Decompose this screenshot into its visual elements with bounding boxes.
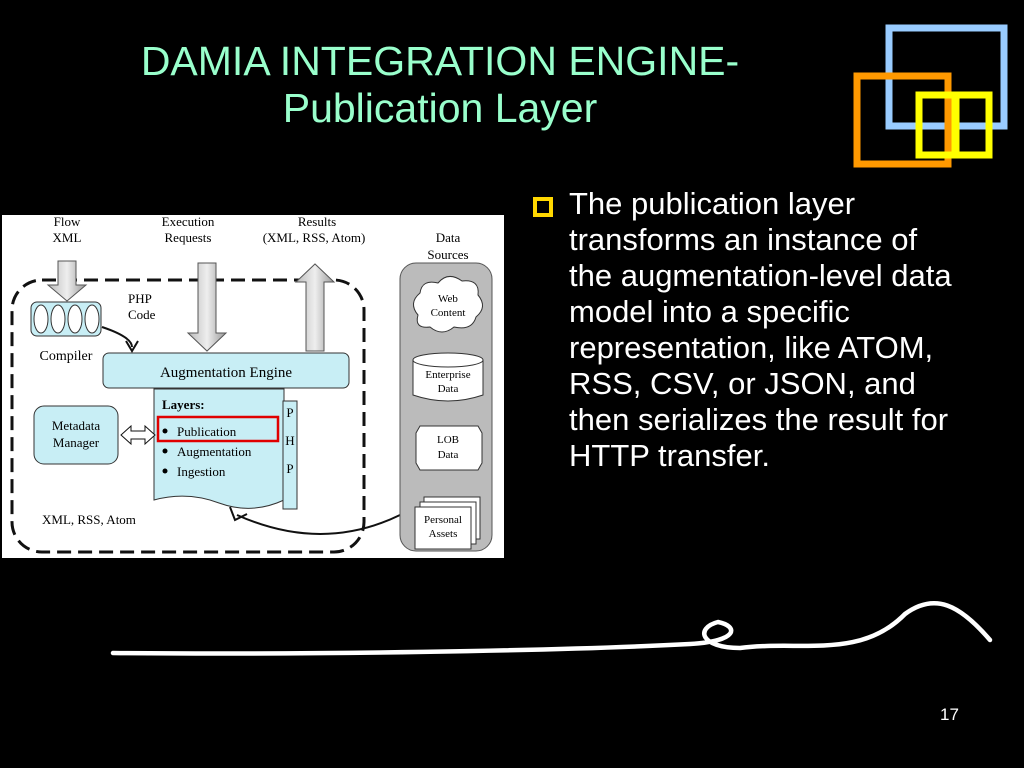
data-sources-label-1: Data [436, 230, 461, 245]
orange-square [853, 72, 952, 168]
augmentation-engine-label: Augmentation Engine [160, 365, 292, 381]
publication-highlight [156, 415, 280, 443]
enterprise-data-label-2: Data [438, 383, 459, 395]
php-letter-2: H [285, 433, 294, 448]
page-number: 17 [940, 705, 959, 724]
layer-publication: Publication [177, 424, 237, 439]
architecture-diagram: Flow XML Execution Requests Results (XML… [2, 214, 504, 558]
layer-augmentation: Augmentation [177, 444, 252, 459]
web-content-label-1: Web [438, 293, 458, 305]
lob-data-box [415, 425, 483, 471]
lob-data-label-1: LOB [437, 434, 459, 446]
php-code-label-1: PHP [128, 291, 152, 306]
engine-boundary [10, 278, 366, 554]
enterprise-data-label-1: Enterprise [425, 369, 470, 381]
bullet-square-icon [533, 197, 553, 217]
execution-label-2: Requests [165, 230, 212, 245]
metadata-double-arrow [120, 424, 156, 446]
ingestion-arrow [236, 514, 401, 535]
layers-box [153, 388, 285, 509]
results-label-2: (XML, RSS, Atom) [263, 230, 366, 245]
output-formats-label: XML, RSS, Atom [42, 512, 136, 527]
yellow-square-right [951, 91, 993, 159]
results-arrow [294, 263, 336, 352]
augmentation-engine-box [102, 352, 350, 389]
title-line-2: Publication Layer [282, 85, 598, 131]
enterprise-data-cylinder [412, 352, 484, 402]
web-content-label-2: Content [431, 307, 466, 319]
compiler-label: Compiler [40, 349, 93, 364]
flow-label-1: Flow [54, 215, 81, 229]
php-letter-1: P [286, 405, 293, 420]
decorative-squares [853, 24, 1008, 168]
php-code-arrow [101, 326, 133, 348]
metadata-manager-label-2: Manager [53, 435, 100, 450]
metadata-manager-box [33, 405, 119, 465]
layer-ingestion: Ingestion [177, 464, 226, 479]
compiler-icon [30, 301, 102, 337]
data-sources-panel [399, 262, 493, 552]
personal-assets-label-1: Personal [424, 514, 462, 526]
flow-label-2: XML [53, 230, 82, 245]
flow-arrow [46, 260, 88, 302]
lob-data-label-2: Data [438, 449, 459, 461]
results-label-1: Results [298, 215, 336, 229]
data-sources-label-2: Sources [427, 247, 468, 262]
execution-arrow [186, 262, 228, 352]
personal-assets-stack [414, 496, 481, 550]
execution-label-1: Execution [162, 215, 215, 229]
php-code-label-2: Code [128, 307, 156, 322]
bullet-list: The publication layer transforms an inst… [533, 186, 953, 474]
layers-title: Layers: [162, 397, 205, 412]
metadata-manager-label-1: Metadata [52, 418, 101, 433]
title-line-1: DAMIA INTEGRATION ENGINE- [140, 38, 740, 84]
php-letter-3: P [286, 461, 293, 476]
bullet-text: The publication layer transforms an inst… [569, 186, 952, 473]
php-bar [282, 400, 298, 510]
slide-title: DAMIA INTEGRATION ENGINE- Publication La… [0, 38, 880, 132]
web-content-cloud [413, 276, 483, 333]
personal-assets-label-2: Assets [429, 528, 458, 540]
